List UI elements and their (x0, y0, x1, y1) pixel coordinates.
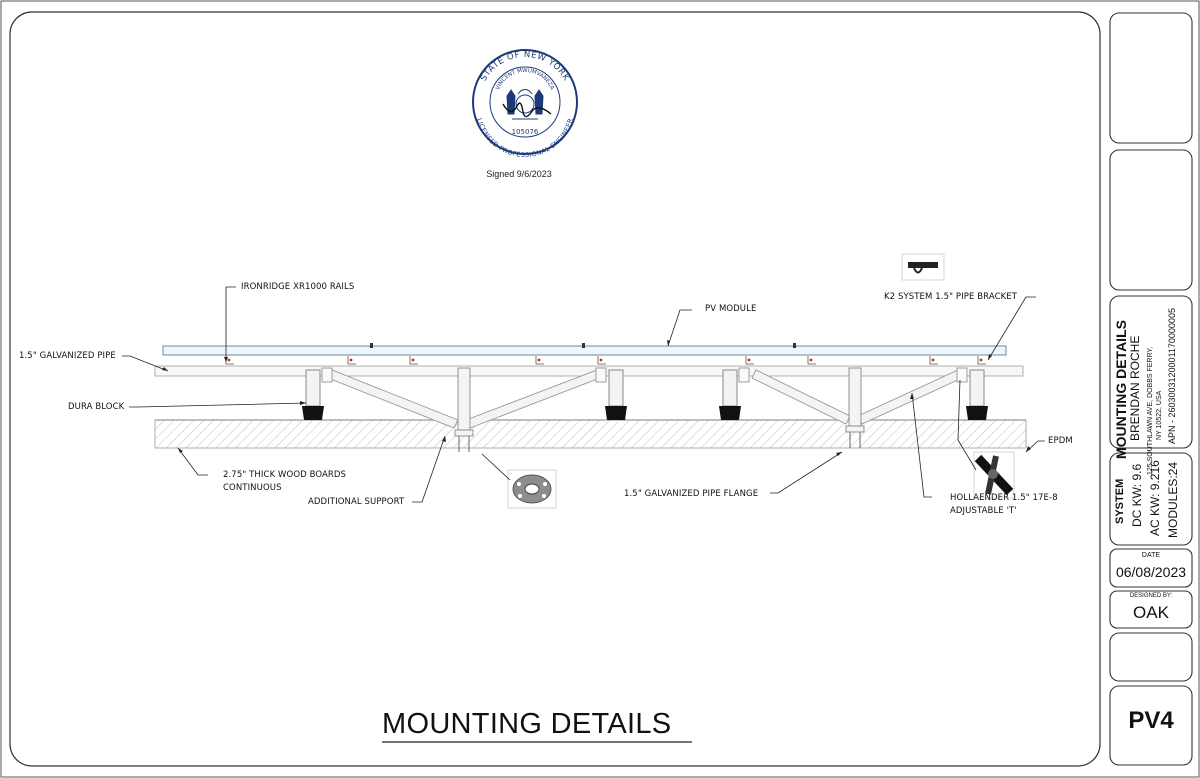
signed-date-text: Signed 9/6/2023 (486, 169, 552, 179)
title-block-logo-box (1109, 12, 1193, 144)
title-block-designer-box (1109, 590, 1193, 629)
label-pv-module: PV MODULE (705, 304, 757, 314)
tb-address-line1: 125 SOUTHLAWN AVE, DOBBS FERRY, (1147, 346, 1154, 475)
label-pipe-flange: 1.5" GALVANIZED PIPE FLANGE (624, 489, 759, 499)
label-wood-boards: 2.75" THICK WOOD BOARDS (223, 470, 347, 480)
label-wood-continuous: CONTINUOUS (223, 483, 282, 493)
leader-additional-support (412, 435, 446, 503)
tb-sheet-name: MOUNTING DETAILS (1113, 320, 1129, 459)
tb-date-label: DATE (1141, 552, 1161, 559)
tb-dc-kw: DC KW: 9.6 (1130, 463, 1144, 527)
tb-client-name: BRENDAN ROCHE (1128, 335, 1142, 441)
leader-arrowheads (162, 340, 1031, 456)
pipe-flange-detail-icon (507, 469, 557, 509)
label-hollaender-adjustable: ADJUSTABLE 'T' (950, 506, 1017, 516)
leader-flange (770, 451, 843, 494)
leader-hollaender-detail (957, 379, 977, 471)
leader-wood (177, 447, 208, 476)
seal-signature (502, 102, 552, 118)
tb-ac-kw: AC KW: 9.216 (1148, 460, 1162, 536)
k2-bracket-detail-icon (901, 253, 945, 281)
title-block-sheet-box (1109, 685, 1193, 766)
label-ironridge-rails: IRONRIDGE XR1000 RAILS (241, 282, 355, 292)
leader-rails (225, 286, 236, 362)
label-epdm: EPDM (1048, 436, 1073, 446)
center-support-posts (454, 367, 865, 437)
seal-license-number: 105076 (512, 128, 539, 136)
label-dura-block: DURA BLOCK (68, 402, 125, 412)
title-block (1109, 12, 1193, 766)
title-block-system-box (1109, 452, 1193, 546)
tb-date-value: 06/08/2023 (1115, 564, 1187, 580)
leader-flange-detail (481, 453, 511, 481)
engineer-seal: STATE OF NEW YORK LICENSED PROFESSIONAL … (472, 49, 578, 179)
pipe-t-fittings (321, 367, 968, 383)
label-hollaender: HOLLAENDER 1.5" 17E-8 (950, 493, 1058, 503)
leader-pv-module (667, 309, 692, 347)
tb-designer: OAK (1133, 603, 1169, 622)
leader-epdm (1025, 440, 1045, 453)
rail-bracket-marks (227, 358, 983, 362)
leader-k2-bracket (987, 296, 1036, 361)
title-block-date-box (1109, 548, 1193, 588)
diagonal-braces (327, 369, 963, 429)
label-galvanized-pipe: 1.5" GALVANIZED PIPE (19, 351, 116, 361)
module-clamps (370, 343, 796, 348)
drawing-title: MOUNTING DETAILS (382, 708, 672, 740)
drawing-frame (9, 11, 1101, 767)
dura-block-supports (302, 369, 988, 420)
title-block-blank-box (1109, 632, 1193, 682)
leader-pipe (122, 355, 169, 372)
tb-apn: APN - 2603003120001170000005 (1167, 308, 1177, 444)
leader-dura-block (129, 402, 307, 408)
tb-address-line2: NY 10522, USA (1156, 390, 1163, 440)
rail-brackets (225, 356, 986, 365)
leader-lines (122, 286, 1045, 503)
title-block-revision-box (1109, 149, 1193, 291)
leader-hollaender (911, 392, 932, 498)
label-k2-bracket: K2 SYSTEM 1.5" PIPE BRACKET (884, 292, 1018, 302)
flange-anchors (458, 432, 861, 452)
title-block-project-box (1109, 295, 1193, 449)
hollaender-t-detail-icon (973, 451, 1015, 499)
tb-designed-label: DESIGNED BY: (1129, 593, 1173, 599)
wood-boards (154, 419, 1027, 449)
tb-system-heading: SYSTEM (1114, 478, 1126, 524)
tb-modules: MODULES:24 (1166, 461, 1180, 538)
label-additional-support: ADDITIONAL SUPPORT (308, 497, 405, 507)
tb-sheet-number: PV4 (1128, 707, 1174, 734)
